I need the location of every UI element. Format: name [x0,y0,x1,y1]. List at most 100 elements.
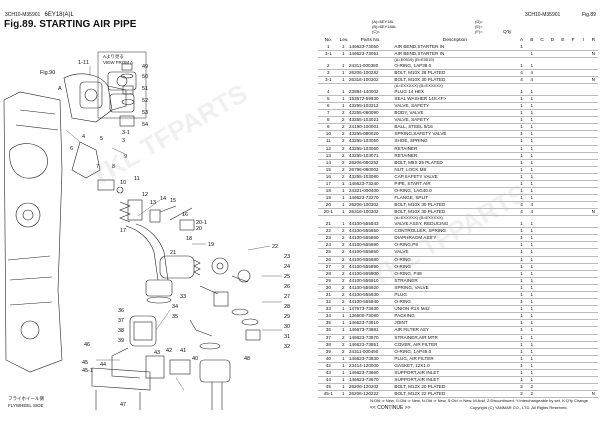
cell-qty-f [567,137,579,146]
cell-description: UNION R1X M42 [393,305,517,314]
cell-qty-b: 1 [526,305,537,314]
cell-no: 2 [318,62,339,70]
cell-qty-f [567,95,579,103]
callout-3: 3 [122,138,125,144]
air-filter-assembly [111,315,191,379]
callout-22: 22 [272,244,278,250]
cell-i [578,362,589,371]
cell-qty-e [557,305,568,314]
cell-i [578,277,589,285]
callout-54: 54 [142,122,148,128]
cell-part-no: 23414-120000 [347,362,394,371]
cell-r [588,284,598,292]
cell-description: VALVE [393,248,517,257]
cell-qty-e [557,69,568,78]
exploded-parts-diagram: Fig.90 Aより見る VIEW FROM A A 1 1-1 3 3-1 4… [3,51,290,410]
callout-21: 21 [170,250,176,256]
cell-description: O-RING, 1AG40.0 [393,187,517,196]
cell-qty-d [547,376,558,385]
callout-24: 24 [284,264,290,270]
cell-qty-e [557,270,568,278]
cell-qty-c [537,221,548,229]
cell-qty-c [537,277,548,285]
cell-qty-a: 1 [516,277,527,285]
cell-description: DIAPHRAGM ASS'Y [393,234,517,243]
cell-part-no: 44100-555890 [347,263,394,271]
cell-qty-e [557,241,568,250]
cell-qty-e [557,201,568,210]
cell-qty-d [547,248,558,257]
cell-r [588,123,598,132]
cell-qty-a: 1 [516,130,527,139]
cell-qty-b: 4 [526,208,537,217]
cell-qty-f [567,102,579,111]
cell-qty-a: 1 [516,305,527,314]
cell-r [588,355,598,363]
cell-part-no: 44100-555850 [347,248,394,257]
cell-qty-b: 1 [526,152,537,160]
cell-part-no: 24311-000380 [347,62,394,70]
cell-qty-c [537,102,548,111]
cell-r [588,319,598,328]
cell-r [588,137,598,146]
cell-part-no: 43255-103050 [347,137,394,146]
cell-qty-a: 1 [516,326,527,335]
cell-i [578,88,589,96]
cell-qty-d [547,383,558,392]
cell-qty-d [547,369,558,378]
cell-description: BOLT, M10X 30 PLATED [393,201,517,210]
cell-qty-c [537,263,548,271]
callout-35: 35 [172,314,178,320]
callout-5: 5 [100,136,103,142]
cell-r [588,291,598,300]
cell-qty-b: 1 [526,312,537,321]
cell-qty-e [557,137,568,146]
cell-qty-e [557,355,568,363]
cell-qty-c [537,362,548,371]
cell-r [588,159,598,167]
cell-qty-d [547,256,558,264]
cell-no: 45-1 [318,390,339,399]
cell-qty-f [567,208,579,217]
cell-qty-b: 4 [526,201,537,210]
cell-qty-f [567,256,579,264]
cell-description: BOLT, M10X 28 PLATED [393,69,517,78]
cell-qty-e [557,383,568,392]
cell-qty-e [557,291,568,300]
cell-no: 17 [318,180,339,189]
cell-qty-b: 1 [526,109,537,118]
cell-qty-d [547,137,558,146]
cell-qty-b: 1 [526,241,537,250]
cell-lev: 1 [338,76,348,85]
cell-qty-f [567,355,579,363]
view-label-jp: Aより見る [103,54,124,60]
cell-no: 30 [318,284,339,292]
cell-qty-b: 1 [526,123,537,132]
header-i: I [582,38,585,44]
cell-qty-c [537,44,548,52]
cell-lev: 1 [338,319,348,328]
cell-part-no: 153672-59930 [347,95,394,103]
cell-part-no: 26316-100302 [347,76,394,85]
cell-r [588,116,598,125]
cell-qty-e [557,88,568,96]
cell-lev: 1 [338,62,348,70]
cell-qty-a: 2 [516,390,527,399]
cell-no: 16 [318,173,339,181]
cell-qty-a: 1 [516,180,527,189]
cell-qty-c [537,166,548,174]
cell-lev: 2 [338,109,348,118]
cell-part-no: 146623-73240 [347,180,394,189]
cell-lev: 1 [338,69,348,78]
cell-r [588,248,598,257]
callout-38: 38 [118,328,124,334]
cell-qty-c [537,62,548,70]
